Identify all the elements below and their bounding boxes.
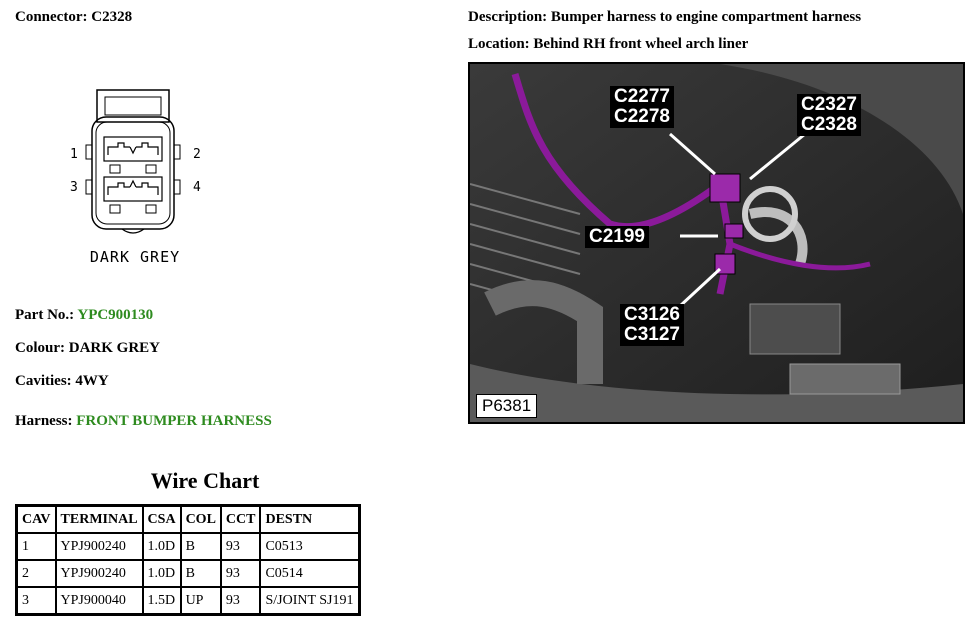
column-header-cav: CAV <box>15 504 57 534</box>
location-photo: C2277 C2278 C2327 C2328 C2199 C3126 C312… <box>468 62 965 424</box>
column-header-destn: DESTN <box>259 504 361 534</box>
cell-csa: 1.0D <box>141 559 182 588</box>
callout-line: C2278 <box>614 106 670 127</box>
colour-label: Colour: <box>15 340 65 356</box>
pin-label-3: 3 <box>70 180 78 195</box>
cavities-value: 4WY <box>75 373 109 389</box>
cell-terminal: YPJ900040 <box>54 586 144 616</box>
callout-line: C3126 <box>624 304 680 325</box>
connector-label: Connector: <box>15 9 88 25</box>
location-label: Location: <box>468 36 530 52</box>
cell-destn: C0514 <box>259 559 361 588</box>
cell-csa: 1.5D <box>141 586 182 616</box>
photo-reference-label: P6381 <box>476 394 538 418</box>
description-value: Bumper harness to engine compartment har… <box>550 9 862 25</box>
cell-col: UP <box>179 586 222 616</box>
callout-line: C2199 <box>589 226 645 247</box>
cell-cav: 1 <box>15 532 57 561</box>
callout-c2199: C2199 <box>585 226 649 248</box>
harness-row: Harness: FRONT BUMPER HARNESS <box>15 413 272 430</box>
location-value: Behind RH front wheel arch liner <box>533 36 749 52</box>
cell-destn: C0513 <box>259 532 361 561</box>
wire-chart-table: CAV TERMINAL CSA COL CCT DESTN 1 YPJ9002… <box>15 504 361 616</box>
wire-chart-title: Wire Chart <box>150 468 260 493</box>
pin-label-2: 2 <box>193 147 201 162</box>
description-row: Description: Bumper harness to engine co… <box>468 9 861 26</box>
callout-line: C2328 <box>801 114 857 135</box>
column-header-csa: CSA <box>141 504 182 534</box>
cell-col: B <box>179 559 222 588</box>
connector-id: C2328 <box>91 9 133 25</box>
cell-cct: 93 <box>219 559 262 588</box>
table-row: 3 YPJ900040 1.5D UP 93 S/JOINT SJ191 <box>15 586 361 616</box>
cell-cct: 93 <box>219 532 262 561</box>
table-row: 1 YPJ900240 1.0D B 93 C0513 <box>15 532 361 561</box>
location-row: Location: Behind RH front wheel arch lin… <box>468 36 748 53</box>
callout-line: C2277 <box>614 86 670 107</box>
cell-terminal: YPJ900240 <box>54 532 144 561</box>
pin-label-1: 1 <box>70 147 78 162</box>
pin-label-4: 4 <box>193 180 201 195</box>
connector-heading: Connector: C2328 <box>15 9 132 26</box>
cell-terminal: YPJ900240 <box>54 559 144 588</box>
harness-label: Harness: <box>15 413 73 429</box>
callout-line: C3127 <box>624 324 680 345</box>
part-number-link[interactable]: YPC900130 <box>77 307 154 323</box>
column-header-cct: CCT <box>219 504 262 534</box>
cell-csa: 1.0D <box>141 532 182 561</box>
table-row: 2 YPJ900240 1.0D B 93 C0514 <box>15 559 361 588</box>
cell-col: B <box>179 532 222 561</box>
table-header-row: CAV TERMINAL CSA COL CCT DESTN <box>15 504 361 534</box>
cell-cct: 93 <box>219 586 262 616</box>
part-number-label: Part No.: <box>15 307 75 323</box>
cell-cav: 2 <box>15 559 57 588</box>
cell-destn: S/JOINT SJ191 <box>259 586 361 616</box>
cell-cav: 3 <box>15 586 57 616</box>
engine-bay-illustration <box>470 64 963 422</box>
column-header-terminal: TERMINAL <box>54 504 144 534</box>
column-header-col: COL <box>179 504 222 534</box>
part-number-row: Part No.: YPC900130 <box>15 307 153 324</box>
connector-face-diagram: 1 2 3 4 <box>70 89 201 234</box>
colour-row: Colour: DARK GREY <box>15 340 160 357</box>
cavities-row: Cavities: 4WY <box>15 373 109 390</box>
harness-link[interactable]: FRONT BUMPER HARNESS <box>76 413 272 429</box>
colour-value: DARK GREY <box>68 340 161 356</box>
callout-c3126-c3127: C3126 C3127 <box>620 304 684 346</box>
callout-c2327-c2328: C2327 C2328 <box>797 94 861 136</box>
cavities-label: Cavities: <box>15 373 72 389</box>
connector-color-caption: DARK GREY <box>89 248 181 266</box>
description-label: Description: <box>468 9 548 25</box>
callout-c2277-c2278: C2277 C2278 <box>610 86 674 128</box>
callout-line: C2327 <box>801 94 857 115</box>
